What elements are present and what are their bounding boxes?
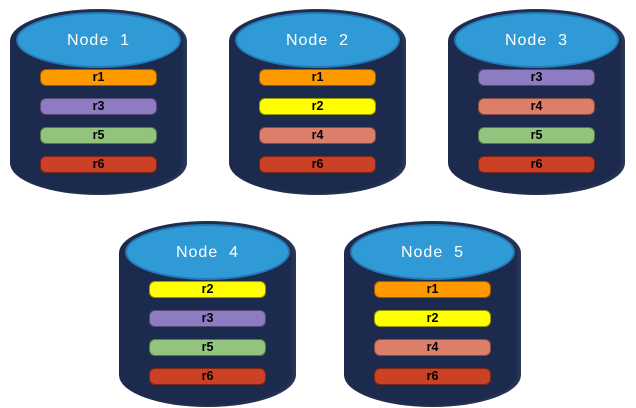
node-label: Node 5: [400, 244, 465, 261]
database-node-1: Node 1 r1 r3 r5 r6: [10, 9, 187, 195]
replica-list: r1 r2 r4 r6: [259, 69, 376, 173]
replica-bar-r6: r6: [259, 156, 376, 173]
cylinder-top-ellipse: Node 1: [16, 12, 181, 68]
replica-bar-r4: r4: [374, 339, 491, 356]
cylinder-top-ellipse: Node 5: [350, 224, 515, 280]
node-label: Node 3: [504, 32, 569, 49]
replica-bar-r2: r2: [149, 281, 266, 298]
replica-list: r1 r3 r5 r6: [40, 69, 157, 173]
database-node-5: Node 5 r1 r2 r4 r6: [344, 221, 521, 407]
replica-list: r1 r2 r4 r6: [374, 281, 491, 385]
replica-bar-r3: r3: [478, 69, 595, 86]
node-label: Node 2: [285, 32, 350, 49]
node-label: Node 1: [66, 32, 131, 49]
replica-bar-r4: r4: [478, 98, 595, 115]
replica-bar-r1: r1: [374, 281, 491, 298]
replica-bar-r6: r6: [374, 368, 491, 385]
replica-bar-r5: r5: [149, 339, 266, 356]
replica-bar-r6: r6: [149, 368, 266, 385]
replica-bar-r6: r6: [478, 156, 595, 173]
replica-bar-r3: r3: [40, 98, 157, 115]
cylinder-top-ellipse: Node 4: [125, 224, 290, 280]
replica-bar-r5: r5: [478, 127, 595, 144]
database-node-2: Node 2 r1 r2 r4 r6: [229, 9, 406, 195]
node-label: Node 4: [175, 244, 240, 261]
replica-bar-r2: r2: [374, 310, 491, 327]
replica-bar-r5: r5: [40, 127, 157, 144]
replica-bar-r3: r3: [149, 310, 266, 327]
database-node-4: Node 4 r2 r3 r5 r6: [119, 221, 296, 407]
replica-bar-r1: r1: [40, 69, 157, 86]
cylinder-top-ellipse: Node 3: [454, 12, 619, 68]
cylinder-top-ellipse: Node 2: [235, 12, 400, 68]
replica-list: r2 r3 r5 r6: [149, 281, 266, 385]
replica-bar-r4: r4: [259, 127, 376, 144]
replica-list: r3 r4 r5 r6: [478, 69, 595, 173]
replica-bar-r2: r2: [259, 98, 376, 115]
replica-bar-r6: r6: [40, 156, 157, 173]
replica-bar-r1: r1: [259, 69, 376, 86]
database-node-3: Node 3 r3 r4 r5 r6: [448, 9, 625, 195]
